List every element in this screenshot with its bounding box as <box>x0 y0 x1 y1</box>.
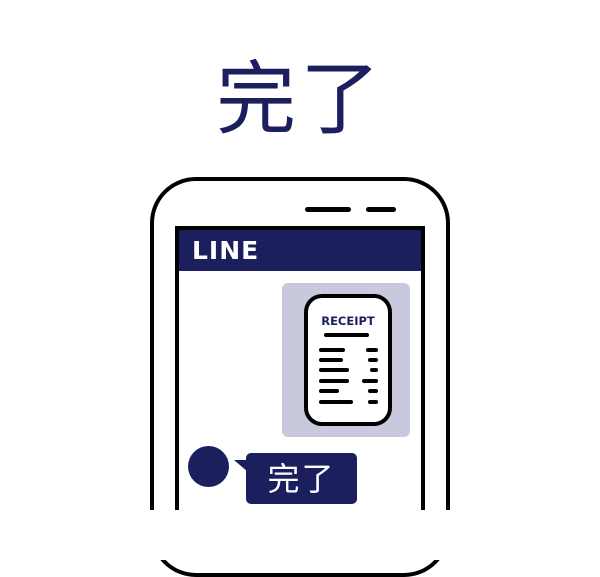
receipt-line <box>319 368 349 372</box>
page-title: 完了 <box>216 53 384 146</box>
text-message-bubble[interactable]: 完了 <box>246 453 357 504</box>
receipt-line <box>368 400 378 404</box>
phone-sensor-icon <box>366 207 396 212</box>
receipt-line <box>319 358 343 362</box>
receipt-line <box>319 348 345 352</box>
phone-speaker-icon <box>305 207 351 212</box>
bubble-tail <box>234 460 248 472</box>
crop-mask <box>0 510 600 560</box>
receipt-line <box>362 379 378 383</box>
receipt-line <box>366 348 378 352</box>
receipt-line <box>368 358 378 362</box>
receipt-title: RECEIPT <box>321 314 375 328</box>
receipt-icon: RECEIPT <box>304 294 392 426</box>
avatar[interactable] <box>188 446 229 487</box>
app-name: LINE <box>192 236 260 265</box>
receipt-line <box>319 389 339 393</box>
receipt-line <box>368 389 378 393</box>
receipt-line <box>324 333 369 337</box>
receipt-line <box>370 368 378 372</box>
message-text: 完了 <box>267 460 336 498</box>
receipt-line <box>319 379 349 383</box>
receipt-line <box>319 400 353 404</box>
app-header: LINE <box>179 230 421 271</box>
